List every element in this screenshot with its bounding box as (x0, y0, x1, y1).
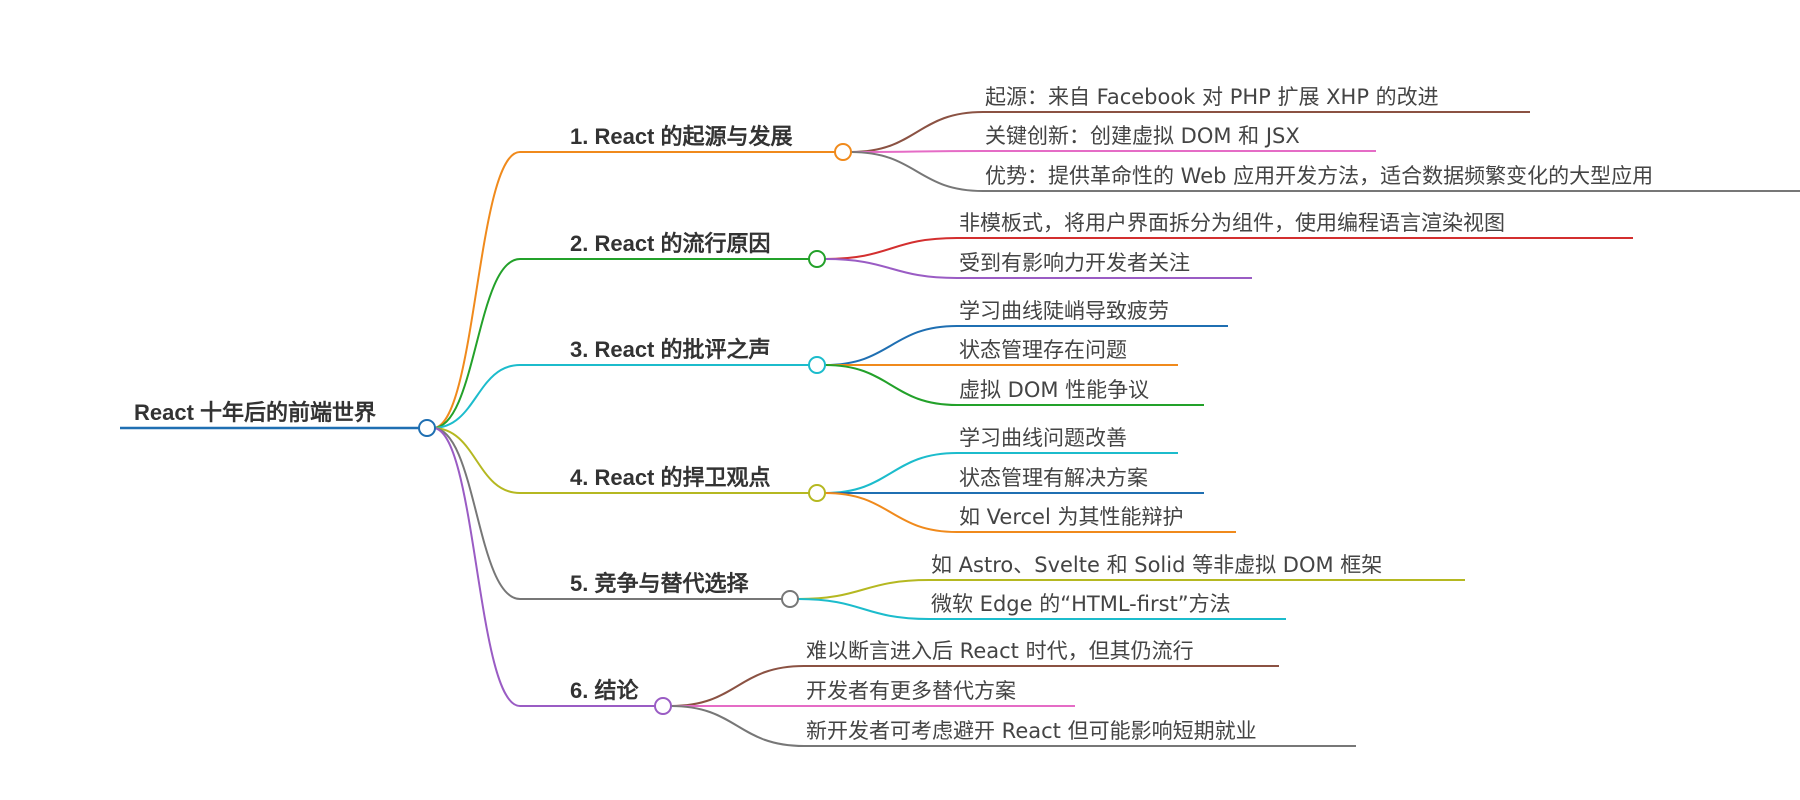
root-node[interactable] (418, 419, 436, 437)
leaf-topic[interactable]: 如 Astro、Svelte 和 Solid 等非虚拟 DOM 框架 (931, 553, 1382, 577)
branch-topic-6[interactable]: 6. 结论 (570, 678, 639, 703)
branch-connector-2 (432, 258, 521, 429)
leaf-connector-4-3 (824, 492, 958, 533)
leaf-connector-2-2 (824, 258, 958, 279)
leaf-topic[interactable]: 开发者有更多替代方案 (806, 679, 1016, 703)
leaf-connector-1-2 (850, 150, 984, 153)
branch-topic-2[interactable]: 2. React 的流行原因 (570, 231, 771, 256)
branch-topic-1[interactable]: 1. React 的起源与发展 (570, 124, 793, 149)
branch-node-6[interactable] (654, 697, 672, 715)
branch-node-4[interactable] (808, 484, 826, 502)
leaf-topic[interactable]: 状态管理存在问题 (959, 338, 1127, 362)
branch-connector-6 (432, 427, 521, 707)
branch-topic-4[interactable]: 4. React 的捍卫观点 (570, 465, 771, 490)
leaf-connector-3-1 (824, 325, 958, 366)
leaf-connector-5-1 (797, 579, 930, 600)
branch-node-1[interactable] (834, 143, 852, 161)
node-layer: React 十年后的前端世界 1. React 的起源与发展 起源：来自 Faceb… (134, 85, 1653, 743)
leaf-topic[interactable]: 新开发者可考虑避开 React 但可能影响短期就业 (806, 719, 1257, 743)
leaf-topic[interactable]: 学习曲线问题改善 (959, 426, 1127, 450)
branch-connector-4 (432, 427, 521, 494)
leaf-topic[interactable]: 关键创新：创建虚拟 DOM 和 JSX (985, 124, 1300, 148)
leaf-connector-5-2 (797, 598, 930, 620)
branch-topic-5[interactable]: 5. 竞争与替代选择 (570, 571, 749, 596)
root-topic[interactable]: React 十年后的前端世界 (134, 400, 376, 425)
leaf-connector-3-3 (824, 364, 958, 406)
leaf-topic[interactable]: 如 Vercel 为其性能辩护 (959, 505, 1183, 529)
branch-connector-5 (432, 427, 521, 600)
leaf-connector-4-1 (824, 452, 958, 494)
branch-node-5[interactable] (781, 590, 799, 608)
leaf-topic[interactable]: 状态管理有解决方案 (959, 466, 1148, 490)
branch-topic-3[interactable]: 3. React 的批评之声 (570, 337, 771, 362)
leaf-connector-6-1 (670, 665, 805, 707)
leaf-topic[interactable]: 虚拟 DOM 性能争议 (959, 378, 1149, 402)
branch-node-3[interactable] (808, 356, 826, 374)
leaf-connector-1-3 (850, 151, 984, 192)
leaf-topic[interactable]: 受到有影响力开发者关注 (959, 251, 1190, 275)
leaf-connector-1-1 (850, 111, 984, 153)
branch-connector-3 (432, 364, 521, 429)
leaf-topic[interactable]: 优势：提供革命性的 Web 应用开发方法，适合数据频繁变化的大型应用 (985, 164, 1653, 188)
leaf-topic[interactable]: 起源：来自 Facebook 对 PHP 扩展 XHP 的改进 (985, 85, 1439, 109)
leaf-topic[interactable]: 微软 Edge 的“HTML-first”方法 (931, 592, 1231, 616)
leaf-topic[interactable]: 学习曲线陡峭导致疲劳 (959, 299, 1169, 323)
leaf-topic[interactable]: 非模板式，将用户界面拆分为组件，使用编程语言渲染视图 (959, 211, 1505, 235)
connector-layer (120, 111, 1800, 747)
branch-connector-1 (432, 151, 521, 429)
leaf-connector-6-3 (670, 705, 805, 747)
leaf-connector-2-1 (824, 237, 958, 260)
leaf-topic[interactable]: 难以断言进入后 React 时代，但其仍流行 (806, 639, 1194, 663)
branch-node-2[interactable] (808, 250, 826, 268)
